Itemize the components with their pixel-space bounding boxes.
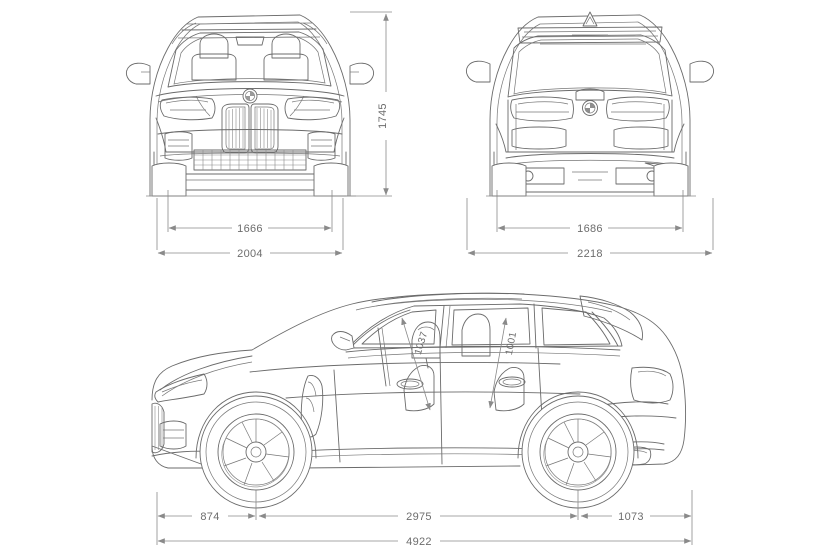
dim-label-front-headroom: 1037 bbox=[413, 330, 430, 356]
dim-label-front-overall-width: 2004 bbox=[237, 248, 263, 260]
dim-label-overall-height: 1745 bbox=[377, 103, 389, 129]
front-view-dimensions bbox=[156, 11, 392, 256]
dim-label-front-track: 1666 bbox=[237, 223, 263, 235]
dim-label-overall-length: 4922 bbox=[406, 536, 432, 548]
interior-headroom-dimensions bbox=[401, 317, 508, 411]
dim-label-front-overhang: 874 bbox=[200, 511, 219, 523]
front-view bbox=[125, 14, 375, 197]
dim-label-rear-overhang: 1073 bbox=[618, 511, 644, 523]
dim-label-wheelbase: 2975 bbox=[406, 511, 432, 523]
rear-view bbox=[465, 11, 715, 197]
dim-label-width-with-mirrors: 2218 bbox=[577, 248, 603, 260]
rear-view-dimensions bbox=[466, 190, 714, 256]
dim-label-rear-headroom: 1001 bbox=[504, 331, 519, 356]
side-view bbox=[151, 292, 686, 509]
dim-label-rear-track: 1686 bbox=[577, 223, 603, 235]
side-view-dimensions bbox=[156, 490, 693, 545]
